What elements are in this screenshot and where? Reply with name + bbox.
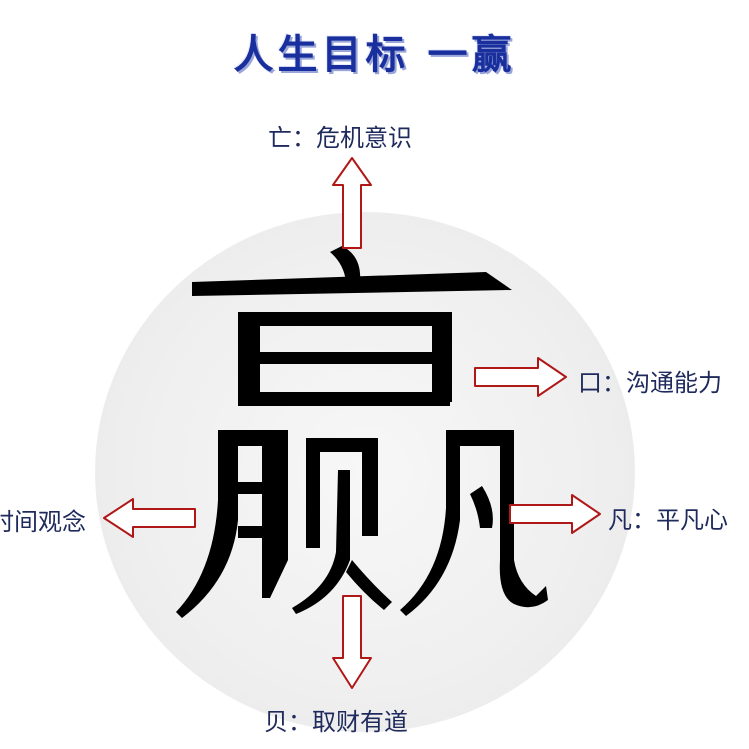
label-bei-wealth-properly: 贝：取财有道 — [264, 708, 408, 736]
arrow-right-fan — [509, 494, 601, 534]
arrow-left-shi — [103, 498, 196, 538]
arrow-up — [332, 157, 372, 249]
page-title: 人生目标 一赢 — [233, 32, 516, 78]
arrow-right-kou — [474, 357, 567, 397]
label-wang-crisis-awareness: 亡：危机意识 — [268, 124, 412, 152]
label-shi-time-concept: 时间观念 — [0, 508, 86, 536]
label-kou-communication: 口：沟通能力 — [578, 369, 722, 397]
label-fan-ordinary-heart: 凡：平凡心 — [608, 506, 728, 534]
ying-glyph — [176, 246, 548, 618]
arrow-down — [332, 595, 372, 689]
